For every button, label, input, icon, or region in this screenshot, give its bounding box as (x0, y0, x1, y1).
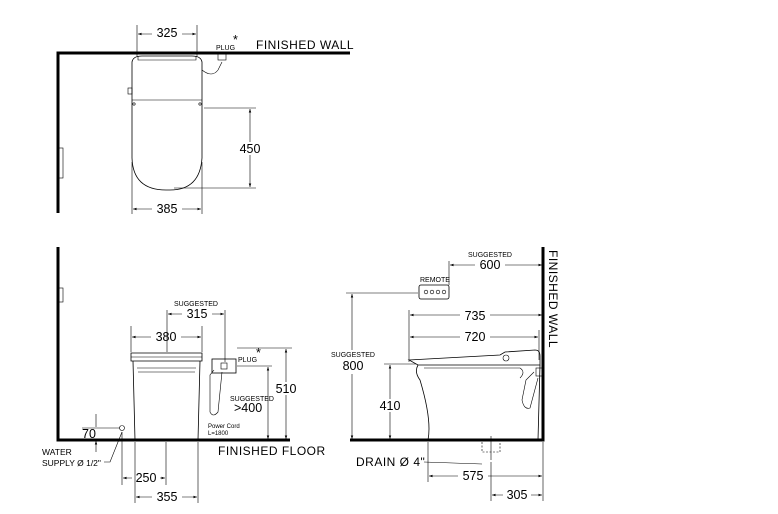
side-toilet-cord (521, 371, 539, 409)
front-toilet-detail (137, 367, 196, 373)
suggested-label-800: SUGGESTED (331, 352, 375, 359)
dim-305: 305 (507, 488, 528, 502)
plan-plug-asterisk: * (233, 33, 238, 47)
suggested-label-600: SUGGESTED (468, 252, 512, 259)
front-plug-socket (220, 362, 228, 370)
dim-325: 325 (157, 26, 178, 40)
plan-plug (217, 53, 227, 61)
side-wall-floor-line (350, 247, 545, 442)
front-wall-floor-line (56, 247, 290, 442)
dim-450: 450 (240, 142, 261, 156)
dim-250: 250 (136, 471, 157, 485)
side-toilet-outlet (535, 367, 543, 377)
side-toilet-body (416, 364, 541, 441)
dim-355: 355 (157, 490, 178, 504)
side-finished-wall-label: FINISHED WALL (546, 250, 560, 348)
remote-control (418, 284, 450, 300)
finished-floor-label: FINISHED FLOOR (218, 444, 326, 458)
dim-575: 575 (463, 469, 484, 483)
water-supply-leader (104, 431, 123, 463)
plan-view: PLUG * FINISHED WALL 325 450 385 (56, 25, 354, 216)
dim-70: 70 (82, 427, 96, 441)
dim-510: 510 (276, 382, 297, 396)
water-supply-label-1: WATER (42, 447, 72, 457)
plan-wall-fixture (57, 147, 64, 179)
plan-toilet-lid-top (137, 56, 197, 61)
plan-toilet-side-button (127, 87, 133, 95)
dim-735: 735 (465, 309, 486, 323)
power-cord-label: Power Cord (208, 424, 240, 430)
dim-800: 800 (343, 359, 364, 373)
remote-label: REMOTE (420, 277, 450, 284)
water-supply-point (119, 425, 125, 431)
front-wall-fixture (57, 287, 64, 303)
suggested-label-400: SUGGESTED (230, 396, 274, 403)
dim-720: 720 (465, 330, 486, 344)
dim-400: >400 (234, 401, 262, 415)
side-toilet-inner (424, 367, 524, 379)
plan-wall-line (56, 51, 350, 213)
front-toilet-body (132, 360, 201, 441)
power-cord-length: L=1800 (208, 431, 229, 437)
dim-385: 385 (157, 202, 178, 216)
dim-600: 600 (480, 258, 501, 272)
suggested-label-315: SUGGESTED (174, 301, 218, 308)
plan-cord (201, 61, 223, 75)
front-view: PLUG * Power Cord L=1800 380 SUGGESTED 3… (42, 247, 326, 504)
plan-toilet-knob-left (132, 102, 136, 106)
water-supply-label-2: SUPPLY Ø 1/2" (42, 458, 101, 468)
dim-380: 380 (156, 330, 177, 344)
front-plug-asterisk: * (256, 346, 261, 360)
plan-plug-label: PLUG (216, 45, 235, 52)
front-plug-box (211, 358, 237, 374)
side-view: FINISHED WALL REMOTE SUGGESTED 600 SUGGE… (330, 247, 560, 502)
front-plug-label: PLUG (238, 357, 257, 364)
side-toilet-hinge (502, 354, 510, 362)
plan-finished-wall-label: FINISHED WALL (256, 38, 354, 52)
plan-toilet-knob-right (198, 102, 202, 106)
dim-315: 315 (187, 307, 208, 321)
dim-410: 410 (380, 399, 401, 413)
drain-leader (423, 461, 483, 465)
side-toilet-seat (407, 349, 541, 366)
plan-toilet-outline (131, 55, 203, 191)
front-power-cord (209, 369, 223, 416)
drain-label: DRAIN Ø 4" (356, 455, 425, 469)
front-toilet-lid (130, 352, 203, 362)
